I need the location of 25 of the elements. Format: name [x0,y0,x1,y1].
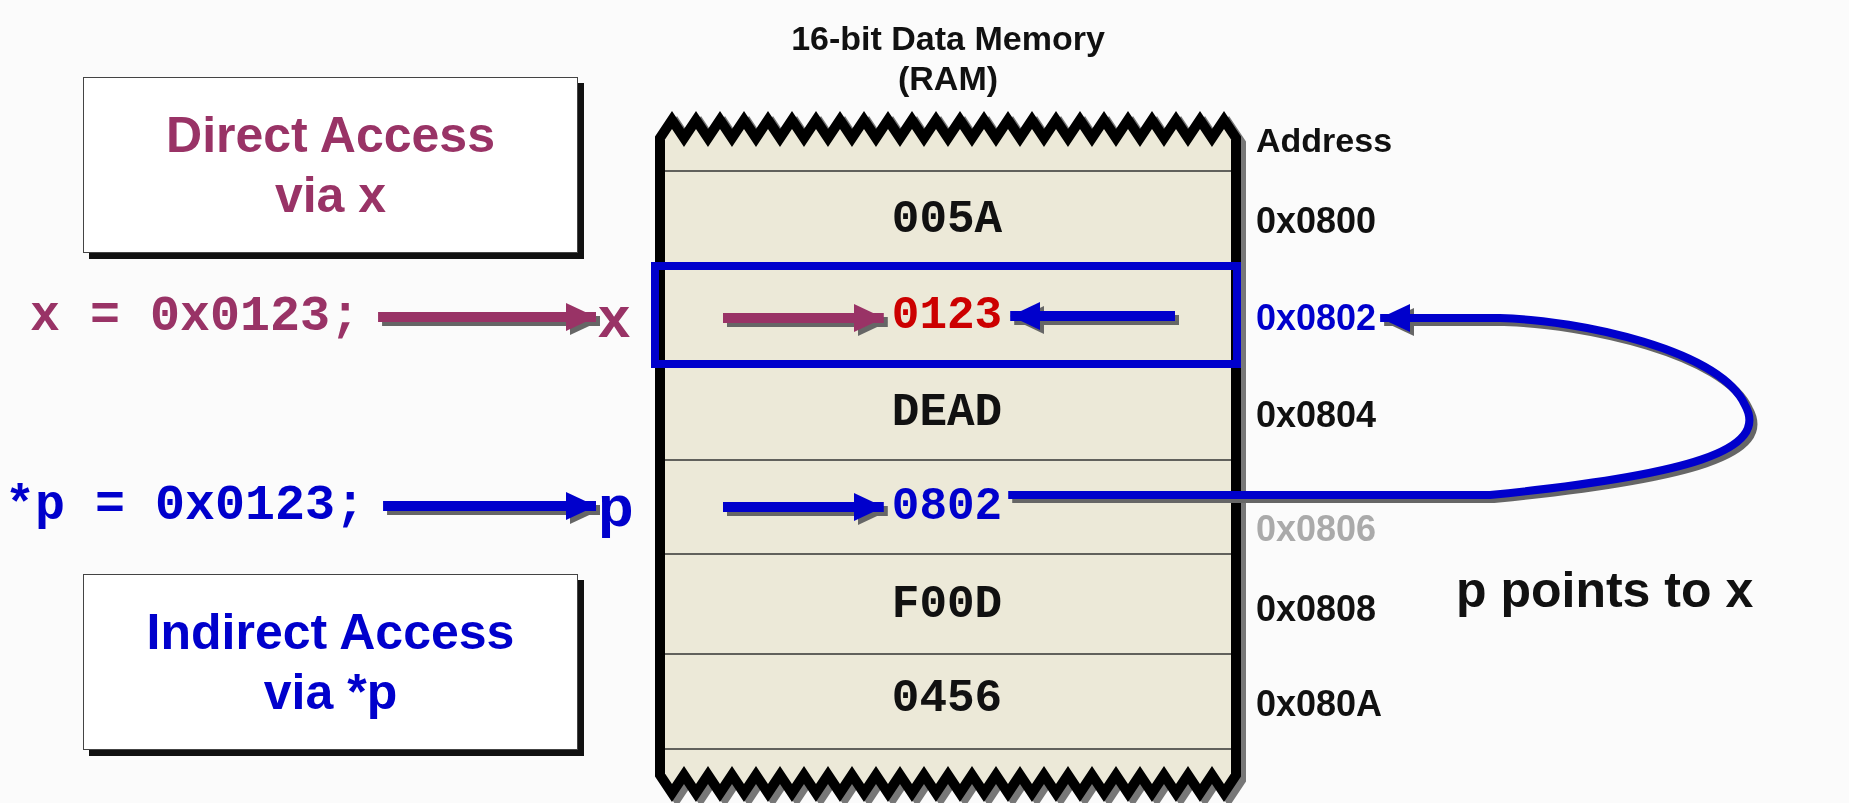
caption-text: p points to x [1456,562,1754,618]
arrow [723,493,884,521]
address-label: 0x0806 [1256,508,1377,550]
column-heading: Address [1256,120,1393,160]
code-statement: *p = 0x0123; [5,477,366,535]
memory-value: 005A [885,193,1009,247]
memory-value: DEAD [885,386,1009,440]
address-label: 0x0808 [1256,588,1377,630]
memory-value: 0456 [885,672,1009,726]
address-label: 0x0800 [1256,200,1377,242]
variable-name: p [598,473,634,539]
memory-value: 0123 [885,289,1009,343]
arrow [378,303,596,331]
address-label: 0x0802 [1256,297,1377,339]
arrow [1010,302,1175,330]
arrow [383,492,596,520]
variable-name: x [598,284,631,350]
arrow [723,304,884,332]
address-label: 0x080A [1256,683,1383,725]
memory-value: F00D [885,578,1009,632]
memory-value: 0802 [885,480,1009,534]
address-label: 0x0804 [1256,394,1377,436]
memory-title: 16-bit Data Memory (RAM) [790,18,1106,98]
pointer-arrow [1008,304,1753,499]
code-statement: x = 0x0123; [30,288,361,346]
